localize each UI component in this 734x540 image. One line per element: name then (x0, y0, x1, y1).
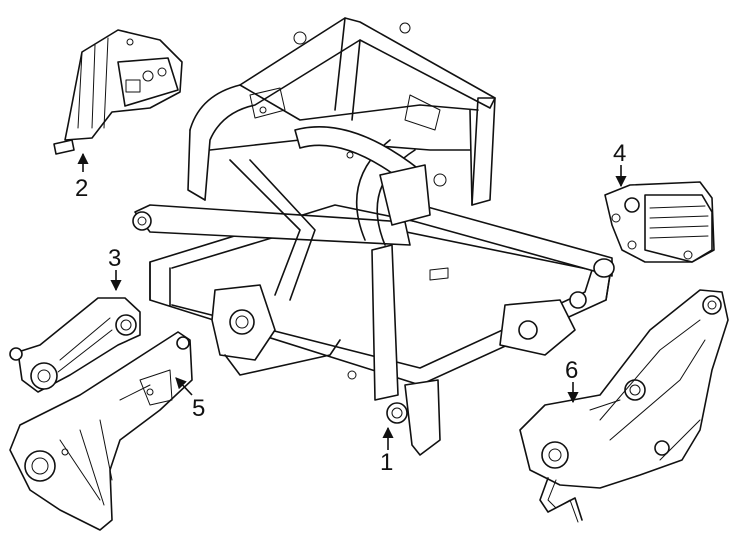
mount-bracket-part-6 (519, 289, 729, 523)
callout-1-label: 1 (380, 449, 393, 476)
callout-4: 4 (613, 140, 627, 188)
engine-cradle-subframe (132, 17, 615, 456)
callout-5-label: 5 (192, 395, 205, 422)
callout-5: 5 (175, 377, 205, 422)
transmission-mount-part-2 (53, 29, 183, 155)
callout-2: 2 (75, 152, 89, 202)
callout-1: 1 (380, 426, 394, 476)
mount-bracket-part-5 (9, 331, 193, 531)
callout-4-label: 4 (613, 140, 626, 167)
callout-6: 6 (565, 357, 579, 404)
callout-3-label: 3 (108, 245, 121, 272)
engine-mount-part-4 (604, 181, 715, 263)
callout-2-label: 2 (75, 175, 88, 202)
torque-rod-part-3 (9, 297, 141, 393)
callout-3: 3 (108, 245, 122, 292)
callout-6-label: 6 (565, 357, 578, 384)
